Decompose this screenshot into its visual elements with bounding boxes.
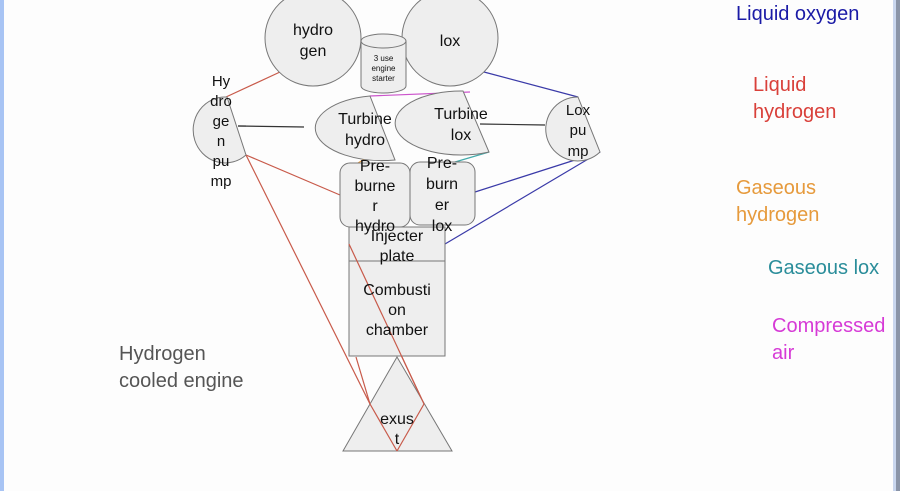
right-border-inner [893, 0, 896, 491]
line-exhaust-left-overlay [369, 403, 398, 452]
svg-text:chamber: chamber [366, 322, 429, 339]
turbine-lox[interactable] [394, 90, 490, 156]
label-turbine-hydro: Turbine hydro [338, 111, 392, 149]
svg-text:on: on [388, 302, 406, 319]
label-turbine-lox: Turbine lox [434, 106, 488, 144]
svg-text:Lox: Lox [566, 102, 591, 119]
left-border [0, 0, 4, 491]
right-scrollbar[interactable] [896, 0, 900, 491]
svg-text:mp: mp [211, 173, 232, 190]
svg-text:dro: dro [210, 93, 232, 110]
injecter-plate[interactable] [348, 226, 446, 262]
hydrogen-pump[interactable] [192, 96, 247, 164]
line-exhaust-right-overlay [396, 403, 425, 452]
svg-text:gen: gen [300, 43, 327, 60]
svg-text:r: r [372, 198, 378, 215]
svg-text:ge: ge [213, 113, 230, 130]
label-lox-pump: Lox pu mp [566, 102, 591, 160]
svg-text:lox: lox [432, 218, 452, 235]
turbine-hydro[interactable] [314, 95, 396, 162]
svg-text:n: n [217, 133, 225, 150]
svg-text:Turbine: Turbine [434, 106, 488, 123]
svg-text:Hy: Hy [212, 73, 231, 90]
svg-text:pu: pu [213, 153, 230, 170]
label-lox-tank: lox [440, 33, 460, 50]
svg-text:hydro: hydro [345, 132, 385, 149]
shaft-h2pump-turbine [237, 125, 305, 128]
label-injecter-plate: Injecter plate [371, 228, 424, 265]
svg-text:burne: burne [355, 178, 396, 195]
label-exhaust: exus t [380, 411, 414, 448]
svg-text:hydro: hydro [355, 218, 395, 235]
label-combustion-chamber: Combusti on chamber [363, 282, 431, 339]
line-h2-overlay [355, 356, 371, 405]
svg-text:Turbine: Turbine [338, 111, 392, 128]
svg-text:mp: mp [568, 143, 589, 160]
line-loxpump-to-injecter [444, 151, 601, 245]
svg-text:3 use: 3 use [374, 54, 394, 63]
label-hydrogen-tank: hydro gen [293, 22, 333, 60]
legend-liquid-oxygen: Liquid oxygen [736, 3, 860, 25]
label-engine-starter: 3 use engine starter [371, 54, 396, 83]
svg-text:t: t [395, 431, 400, 448]
legend-liquid-hydrogen: Liquid hydrogen [753, 74, 837, 123]
label-hydrogen-pump: Hy dro ge n pu mp [210, 73, 232, 190]
hydrogen-tank[interactable] [264, 0, 362, 87]
svg-text:starter: starter [372, 74, 395, 83]
svg-text:er: er [435, 197, 450, 214]
legend-gaseous-hydrogen: Gaseous hydrogen [736, 177, 820, 226]
svg-text:lox: lox [440, 33, 460, 50]
line-h2pump-to-preburner-hydro [245, 154, 341, 196]
line-turbine-lox-gas [454, 151, 490, 163]
line-loxtank-to-loxpump [483, 71, 579, 98]
svg-text:pu: pu [570, 122, 587, 139]
svg-text:lox: lox [451, 127, 471, 144]
svg-text:exus: exus [380, 411, 414, 428]
lox-pump[interactable] [545, 96, 601, 162]
shaft-turbine-loxpump [479, 123, 546, 126]
svg-text:hydro: hydro [293, 22, 333, 39]
preburner-lox[interactable] [409, 161, 476, 226]
engine-starter-cylinder[interactable] [360, 33, 407, 94]
svg-text:Combusti: Combusti [363, 282, 431, 299]
legend-gaseous-lox: Gaseous lox [768, 257, 880, 279]
legend-compressed-air: Compressed air [772, 315, 886, 364]
line-h2pump-to-exhaust [245, 154, 371, 405]
line-h2tank-to-h2pump [225, 71, 281, 98]
svg-text:engine: engine [371, 64, 396, 73]
svg-text:Pre-: Pre- [360, 158, 390, 175]
svg-text:Injecter: Injecter [371, 228, 424, 245]
svg-text:burn: burn [426, 176, 458, 193]
label-preburner-hydro: Pre- burne r hydro [355, 158, 396, 235]
svg-text:plate: plate [380, 248, 415, 265]
engine-note: Hydrogen cooled engine [119, 343, 244, 392]
label-preburner-lox: Pre- burn er lox [426, 155, 458, 235]
svg-text:Pre-: Pre- [427, 155, 457, 172]
line-cooling-overlay [348, 243, 425, 405]
